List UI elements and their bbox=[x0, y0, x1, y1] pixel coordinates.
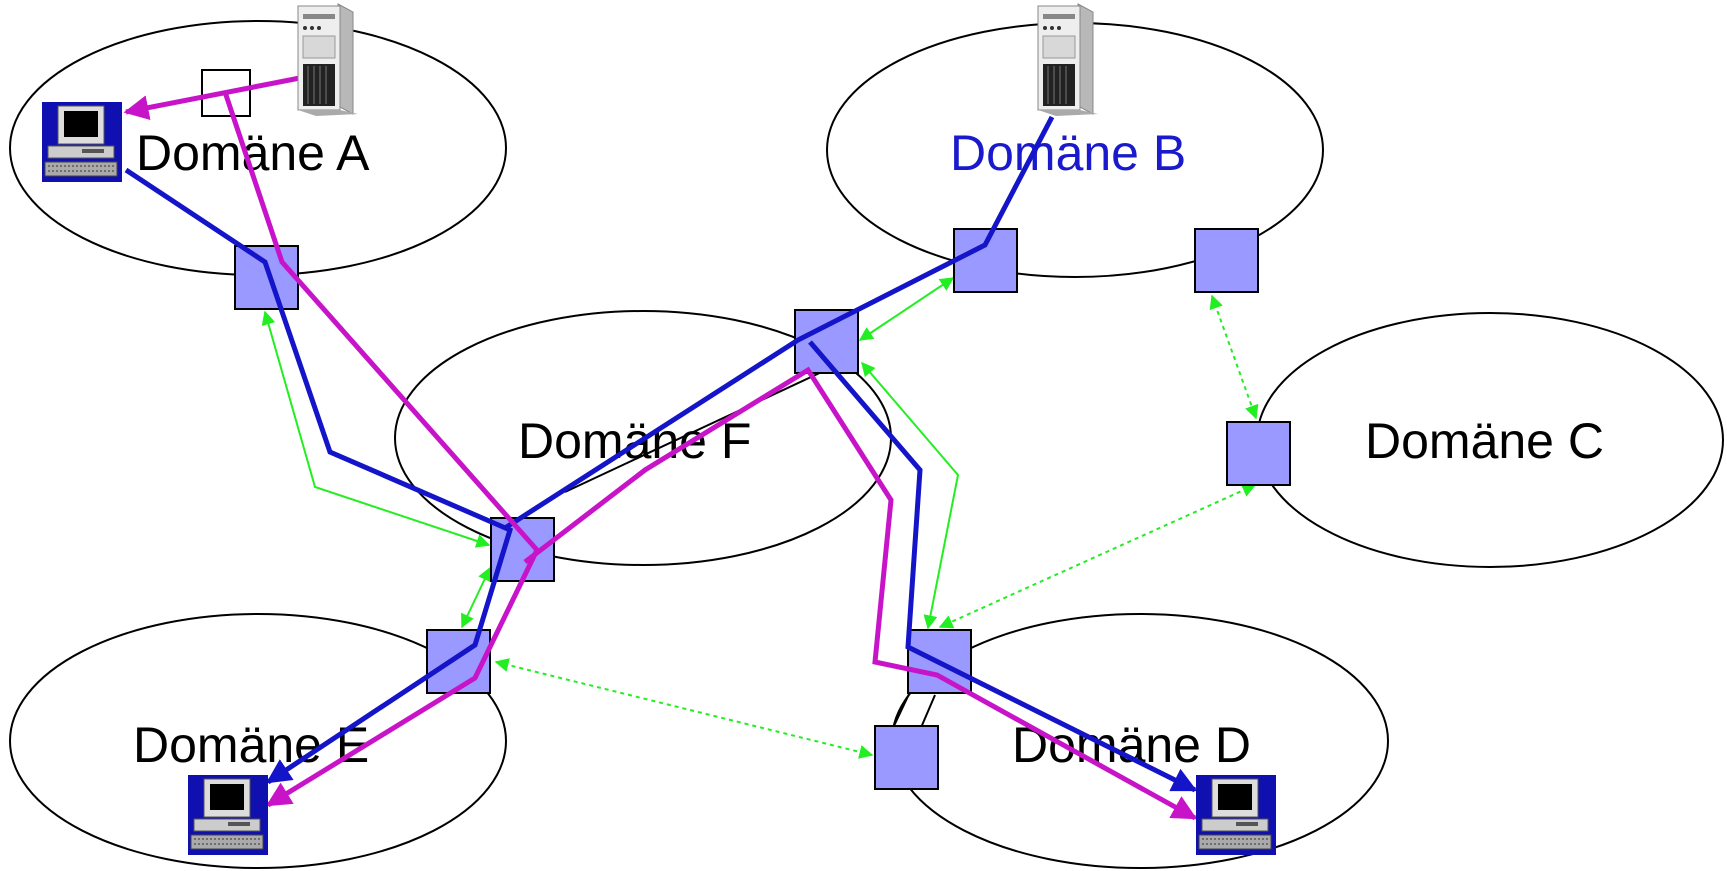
internal-link-d-2 bbox=[892, 691, 911, 729]
peering-arrow-f-d bbox=[861, 361, 960, 630]
peering-arrow-f-e bbox=[461, 566, 491, 629]
domain-f-label: Domäne F bbox=[518, 413, 751, 469]
border-node-c bbox=[1226, 421, 1291, 486]
border-node-b-2 bbox=[1194, 228, 1259, 293]
peering-arrow-f-b bbox=[858, 277, 955, 341]
border-node-b-1 bbox=[953, 228, 1018, 293]
path-blue-a-to-e bbox=[124, 167, 514, 785]
domain-c-label: Domäne C bbox=[1365, 413, 1604, 469]
workstation-icon bbox=[188, 775, 268, 855]
path-magenta-server-to-a bbox=[123, 74, 306, 120]
domain-d-label: Domäne D bbox=[1012, 717, 1251, 773]
peering-arrow-c-d bbox=[938, 483, 1257, 629]
internal-link-d-1 bbox=[919, 694, 936, 731]
server-icon bbox=[1037, 3, 1098, 116]
peering-arrow-e-d bbox=[494, 658, 874, 759]
path-blue-b-to-a bbox=[503, 115, 1055, 531]
border-node-d-2 bbox=[874, 725, 939, 790]
empty-node-a bbox=[201, 69, 251, 117]
border-node-a bbox=[234, 245, 299, 310]
path-magenta-e-to-d bbox=[523, 366, 1198, 821]
workstation-icon bbox=[1196, 775, 1276, 855]
peering-arrow-b-c bbox=[1209, 294, 1259, 420]
domain-e-label: Domäne E bbox=[133, 717, 369, 773]
domain-b-label: Domäne B bbox=[950, 125, 1186, 181]
peering-arrow-a-f bbox=[261, 310, 491, 548]
internal-link-f bbox=[564, 369, 827, 493]
path-blue-b-to-d bbox=[808, 340, 1198, 793]
server-icon bbox=[297, 3, 358, 116]
border-node-f-1 bbox=[794, 309, 859, 374]
workstation-icon bbox=[42, 102, 122, 182]
border-node-e bbox=[426, 629, 491, 694]
